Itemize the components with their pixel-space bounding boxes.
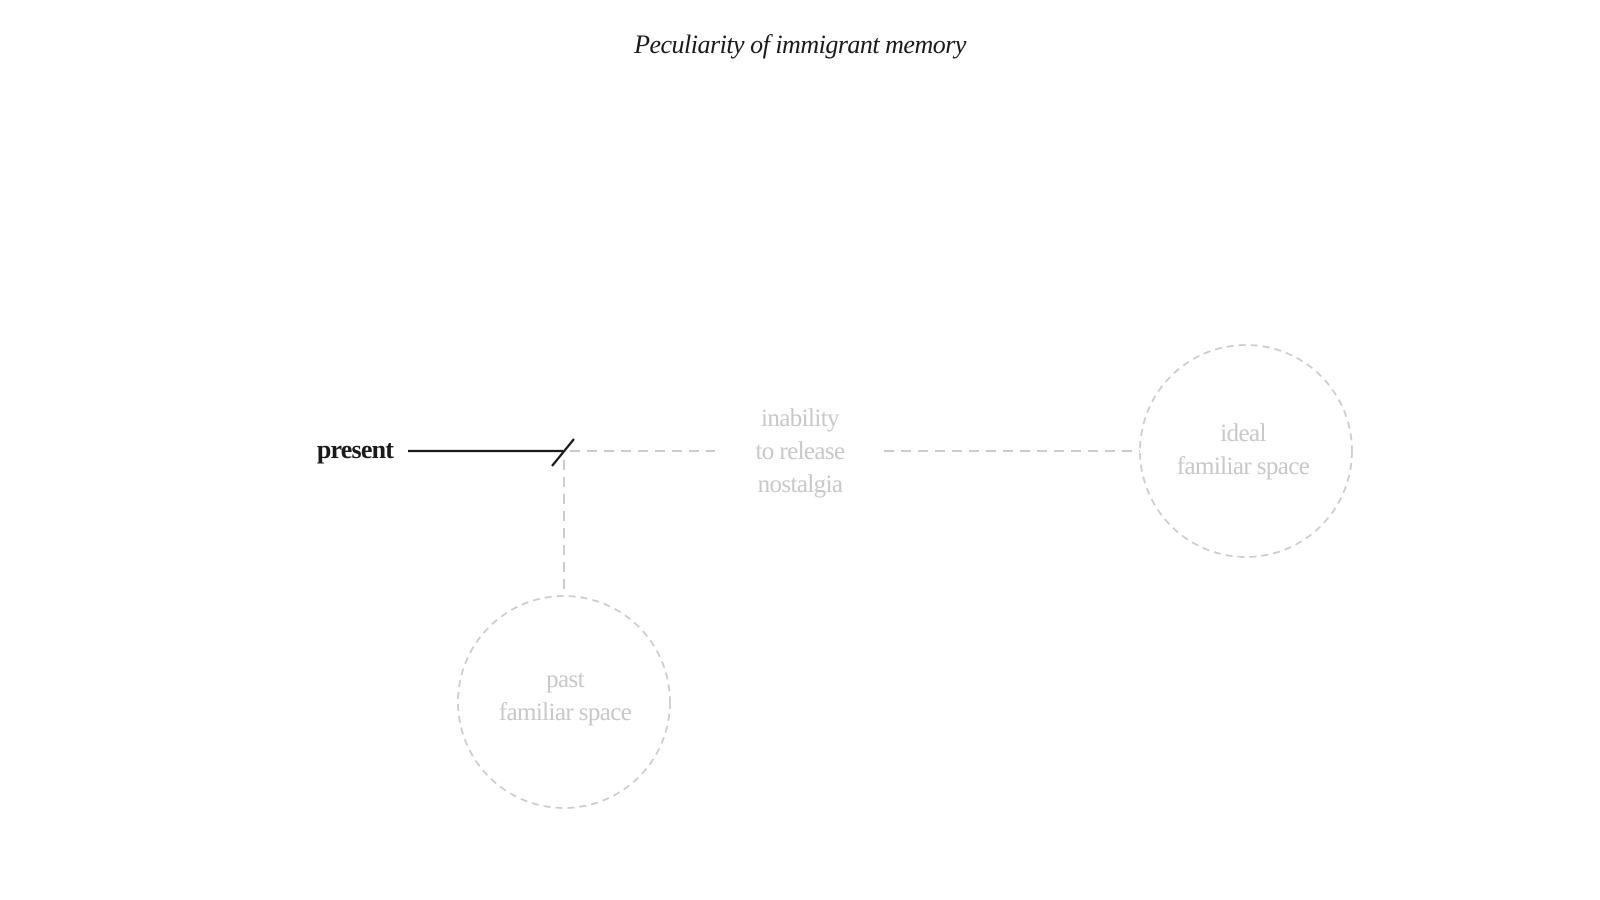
ideal-label-line: familiar space <box>1176 453 1310 480</box>
break-slash <box>551 438 575 467</box>
past-label: past familiar space <box>465 663 665 729</box>
past-label-line: past <box>546 666 584 693</box>
ideal-circle <box>1139 344 1353 558</box>
past-circle <box>457 595 671 809</box>
nostalgia-label-line: inability <box>761 405 840 432</box>
past-label-line: familiar space <box>498 699 632 726</box>
diagram-title: Peculiarity of immigrant memory <box>634 30 966 59</box>
nostalgia-label: inability to release nostalgia <box>700 402 900 501</box>
ideal-label: ideal familiar space <box>1143 417 1343 483</box>
present-label: present <box>316 435 394 464</box>
nostalgia-label-line: to release <box>755 438 845 465</box>
nostalgia-label-line: nostalgia <box>757 471 843 498</box>
ideal-label-line: ideal <box>1220 420 1266 447</box>
